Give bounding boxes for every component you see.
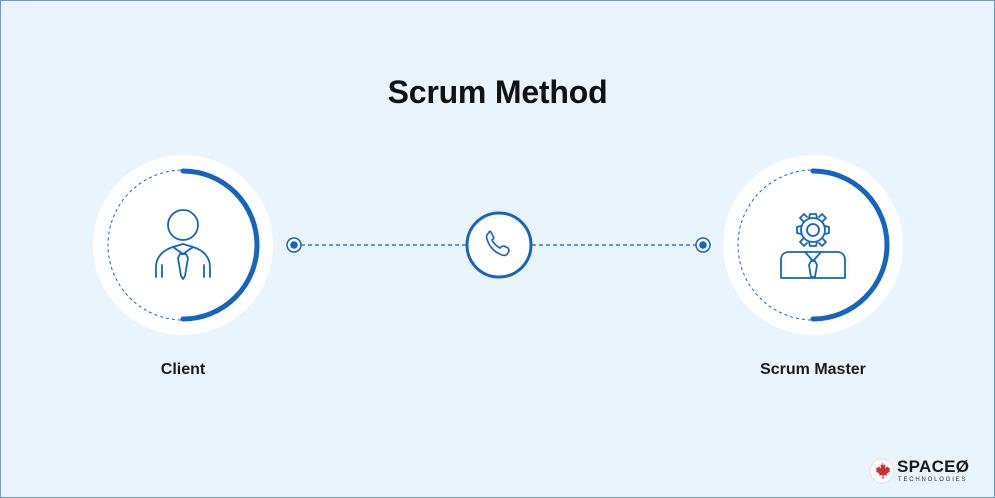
scrum-master-progress-arc xyxy=(810,168,890,322)
scrum-master-node xyxy=(723,155,903,335)
brand-name: SPACEØ xyxy=(897,457,970,476)
client-label: Client xyxy=(160,361,206,378)
scrum-master-label: Scrum Master xyxy=(760,361,866,378)
maple-leaf-icon xyxy=(869,458,895,484)
brand-tagline: TECHNOLOGIES xyxy=(898,477,968,483)
page-title: Scrum Method xyxy=(387,74,608,110)
connector-dot-right xyxy=(695,237,711,253)
client-progress-arc xyxy=(180,168,260,322)
phone-icon xyxy=(465,211,533,279)
scrum-master-gear-icon xyxy=(780,213,846,279)
client-person-icon xyxy=(155,209,211,280)
client-node xyxy=(93,155,273,335)
connector-dot-left xyxy=(286,237,302,253)
brand-logo: SPACEØ TECHNOLOGIES xyxy=(867,455,987,489)
